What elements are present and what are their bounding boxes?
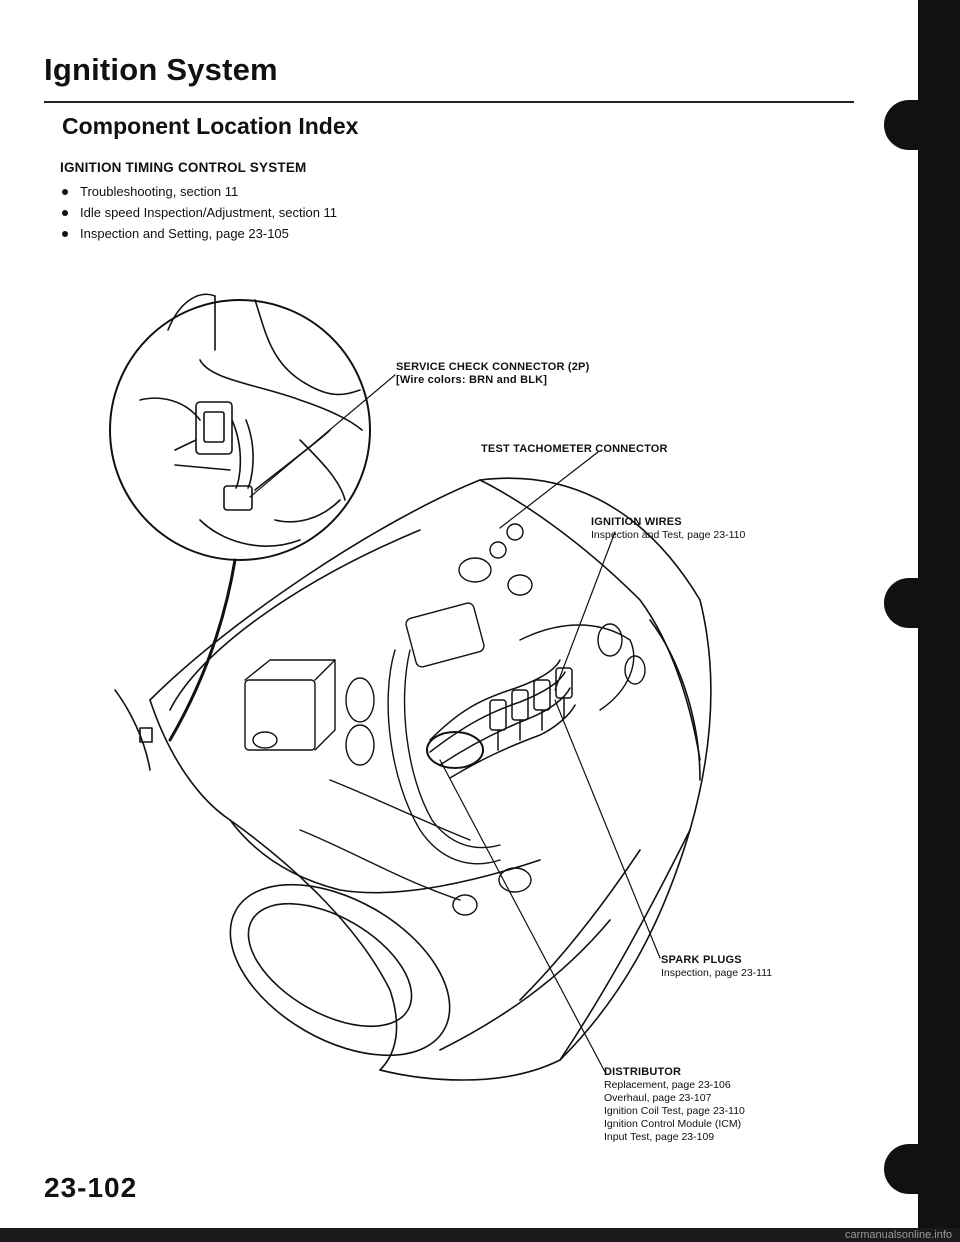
callout-title: TEST TACHOMETER CONNECTOR	[481, 443, 668, 455]
callout-title: IGNITION WIRES	[591, 516, 682, 528]
callout-test-tachometer-connector: TEST TACHOMETER CONNECTOR	[481, 443, 668, 456]
footer-bar	[0, 1228, 960, 1242]
callout-service-check-connector: SERVICE CHECK CONNECTOR (2P) [Wire color…	[396, 361, 589, 387]
service-connector-detail-circle	[109, 293, 371, 561]
callout-detail: [Wire colors: BRN and BLK]	[396, 374, 548, 386]
section-tab-marker	[884, 578, 960, 628]
section-tab-marker	[884, 100, 960, 150]
page-number: 23-102	[44, 1172, 138, 1203]
callout-distributor: DISTRIBUTOR Replacement, page 23-106 Ove…	[604, 1066, 745, 1144]
callout-title: SPARK PLUGS	[661, 954, 742, 966]
callout-line: Ignition Coil Test, page 23-110	[604, 1105, 745, 1117]
section-tab-marker	[884, 1144, 960, 1194]
callout-line: Overhaul, page 23-107	[604, 1092, 712, 1104]
vehicle-body-outline	[114, 477, 712, 1081]
list-item-text: Troubleshooting, section 11	[80, 184, 239, 199]
callout-detail: Inspection, page 23-111	[661, 967, 773, 979]
system-heading: IGNITION TIMING CONTROL SYSTEM	[60, 160, 307, 175]
bullet-icon	[62, 188, 68, 195]
page-title: Ignition System	[44, 52, 278, 87]
callout-title: DISTRIBUTOR	[604, 1066, 682, 1078]
watermark-text: carmanualsonline.info	[844, 1229, 952, 1241]
callout-title: SERVICE CHECK CONNECTOR (2P)	[396, 361, 590, 373]
callout-leader-lines	[168, 374, 661, 1073]
list-item: Idle speed Inspection/Adjustment, sectio…	[60, 202, 337, 223]
bullet-icon	[62, 209, 68, 216]
callout-ignition-wires: IGNITION WIRES Inspection and Test, page…	[591, 516, 745, 542]
bullet-icon	[62, 230, 68, 237]
system-reference-list: Troubleshooting, section 11 Idle speed I…	[60, 181, 337, 244]
callout-line: Replacement, page 23-106	[604, 1079, 731, 1091]
callout-line: Input Test, page 23-109	[604, 1131, 715, 1143]
list-item-text: Inspection and Setting, page 23-105	[80, 226, 289, 241]
engine-compartment-illustration	[109, 293, 712, 1081]
distributor-and-ignition-wires	[426, 659, 576, 779]
list-item-text: Idle speed Inspection/Adjustment, sectio…	[80, 205, 338, 220]
callout-detail: Inspection and Test, page 23-110	[591, 529, 746, 541]
engine-components	[244, 523, 646, 916]
section-title: Component Location Index	[62, 113, 359, 139]
callout-spark-plugs: SPARK PLUGS Inspection, page 23-111	[661, 954, 772, 980]
list-item: Inspection and Setting, page 23-105	[60, 223, 337, 244]
list-item: Troubleshooting, section 11	[60, 181, 337, 202]
title-divider	[44, 101, 854, 103]
callout-line: Ignition Control Module (ICM)	[604, 1118, 742, 1130]
